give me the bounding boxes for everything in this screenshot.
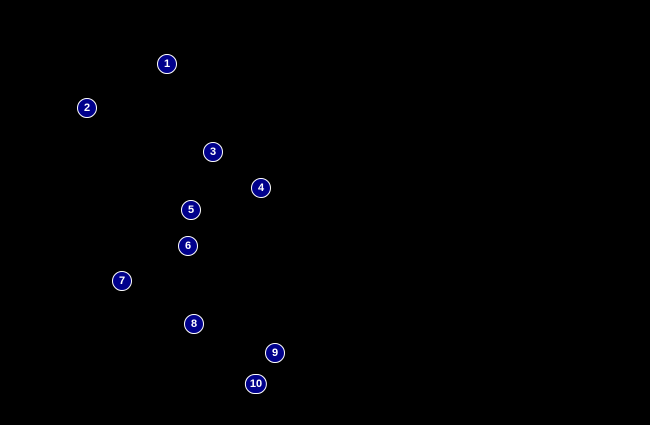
numbered-marker-8[interactable]: 8 [184,314,204,334]
numbered-marker-6[interactable]: 6 [178,236,198,256]
numbered-marker-1[interactable]: 1 [157,54,177,74]
numbered-marker-5[interactable]: 5 [181,200,201,220]
numbered-marker-2[interactable]: 2 [77,98,97,118]
numbered-marker-3[interactable]: 3 [203,142,223,162]
numbered-marker-4[interactable]: 4 [251,178,271,198]
numbered-marker-10[interactable]: 10 [244,374,268,394]
numbered-marker-7[interactable]: 7 [112,271,132,291]
numbered-marker-9[interactable]: 9 [265,343,285,363]
